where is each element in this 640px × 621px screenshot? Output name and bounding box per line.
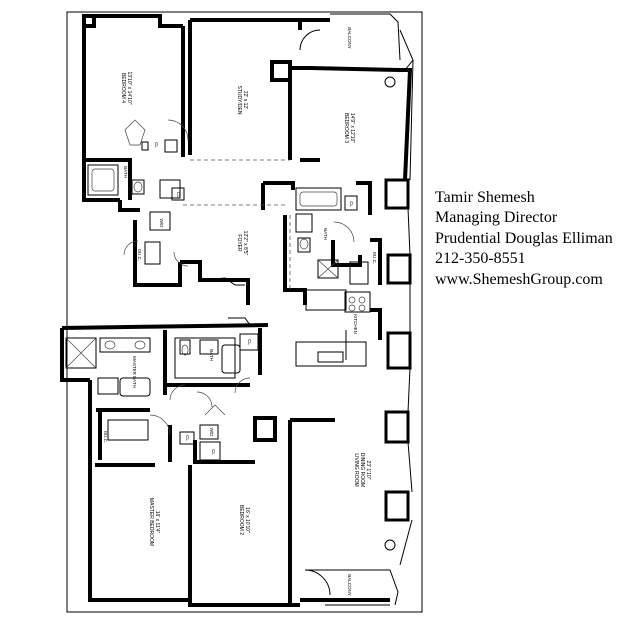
master-bedroom-name: MASTER BEDROOM [148, 498, 154, 546]
plan-frame [66, 11, 423, 613]
balcony-label-top: BALCONY [347, 27, 352, 49]
kitchen-label: KITCHEN [353, 314, 358, 334]
bedroom3-name: BEDROOM 3 [343, 113, 349, 143]
balcony-bottom [304, 569, 399, 606]
contact-name: Tamir Shemesh [435, 189, 535, 206]
cl-label-bedroom2: CL [211, 449, 216, 455]
contact-phone: 212-350-8551 [435, 250, 526, 268]
upper-fixtures [87, 119, 369, 285]
bath-label-lower: BATH [209, 349, 214, 361]
contact-block: Tamir Shemesh Managing Director Prudenti… [435, 188, 613, 290]
foyer-size: 12'2" x 8'5" [242, 231, 248, 256]
wic-label-master: W.I.C. [103, 431, 108, 443]
cl-label-lower-bath: CL [247, 339, 252, 345]
dining-room-name: DINING ROOM [359, 453, 365, 487]
bath-label-upper-left: BATH [123, 166, 128, 178]
bath-label-upper-right: BATH [323, 228, 328, 240]
wic-label-bedroom3: W.I.C. [372, 252, 377, 264]
living-room-size: 23' 1'10" [365, 461, 371, 480]
kitchen [295, 289, 382, 367]
cl-label-bedroom4: CL [154, 142, 159, 148]
cl-label-study: CL [176, 192, 181, 198]
dashed-boundaries [183, 159, 291, 290]
cl-label-hall: CL [185, 435, 190, 441]
living-room-name: LIVING ROOM [353, 453, 359, 486]
bedroom3-size: 14'9" x 12'10" [349, 113, 355, 143]
contact-website[interactable]: www.ShemeshGroup.com [435, 270, 603, 288]
foyer-name: FOYER [236, 234, 242, 252]
study-name: STUDY/DEN [236, 86, 242, 115]
bedroom2-name: BEDROOM 2 [238, 505, 244, 535]
window-mullions [384, 76, 413, 566]
lower-fixtures [65, 333, 259, 461]
cl-label-bedroom3: CL [349, 201, 354, 207]
entrance [204, 277, 251, 326]
contact-title: Managing Director [435, 209, 558, 227]
wd-label-upper: W/D [159, 219, 164, 228]
wd-label-lower: W/D [209, 428, 214, 437]
lower-wing-walls [60, 323, 390, 607]
wic-label-foyer: W.I.C. [137, 249, 142, 261]
master-bedroom-size: 16' x 11'4" [154, 511, 160, 534]
master-bath-label: MASTER BATH [132, 356, 137, 388]
study-size: 22' x 12' [242, 91, 248, 109]
contact-company: Prudential Douglas Elliman [435, 229, 613, 247]
upper-wing-walls [82, 14, 413, 305]
bedroom4-size: 13'10" x 14'10" [126, 72, 132, 105]
balcony-label-bottom: BALCONY [347, 574, 352, 596]
bedroom2-size: 16' x 10'10" [244, 507, 250, 533]
bedroom4-name: BEDROOM 4 [120, 73, 126, 103]
balcony-top [299, 11, 414, 181]
